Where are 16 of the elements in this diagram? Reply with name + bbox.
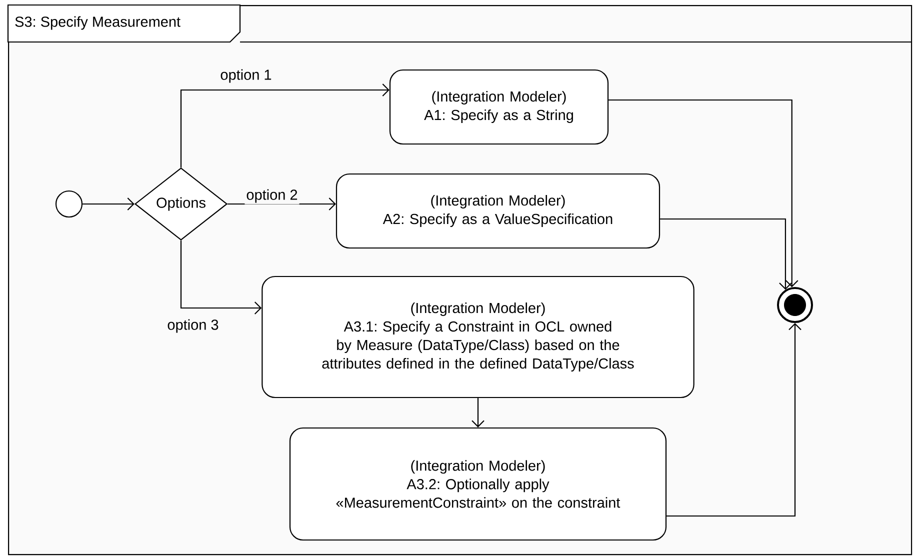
edge-label: option 2 [244,188,300,204]
arrow [180,84,390,168]
action-box: (Integration Modeler) A3.1: Specify a Constraint in OCL owned by Measure (DataType/Class) based on the attributes defined in the defined DataType/Class [262,276,694,398]
arrow [472,398,484,428]
arrow [608,99,798,288]
initial-node [55,190,83,218]
edge-label: option 1 [218,68,274,84]
arrow [666,323,802,517]
arrow [660,218,792,290]
final-node [777,287,813,323]
arrow [82,198,134,210]
arrow [180,240,262,314]
action-box: (Integration Modeler) A3.2: Optionally apply «MeasurementConstraint» on the constraint [289,427,667,541]
action-box: (Integration Modeler) A2: Specify as a ValueSpecification [336,173,660,249]
edge-label: option 3 [166,318,220,334]
action-box: (Integration Modeler) A1: Specify as a String [389,69,609,145]
